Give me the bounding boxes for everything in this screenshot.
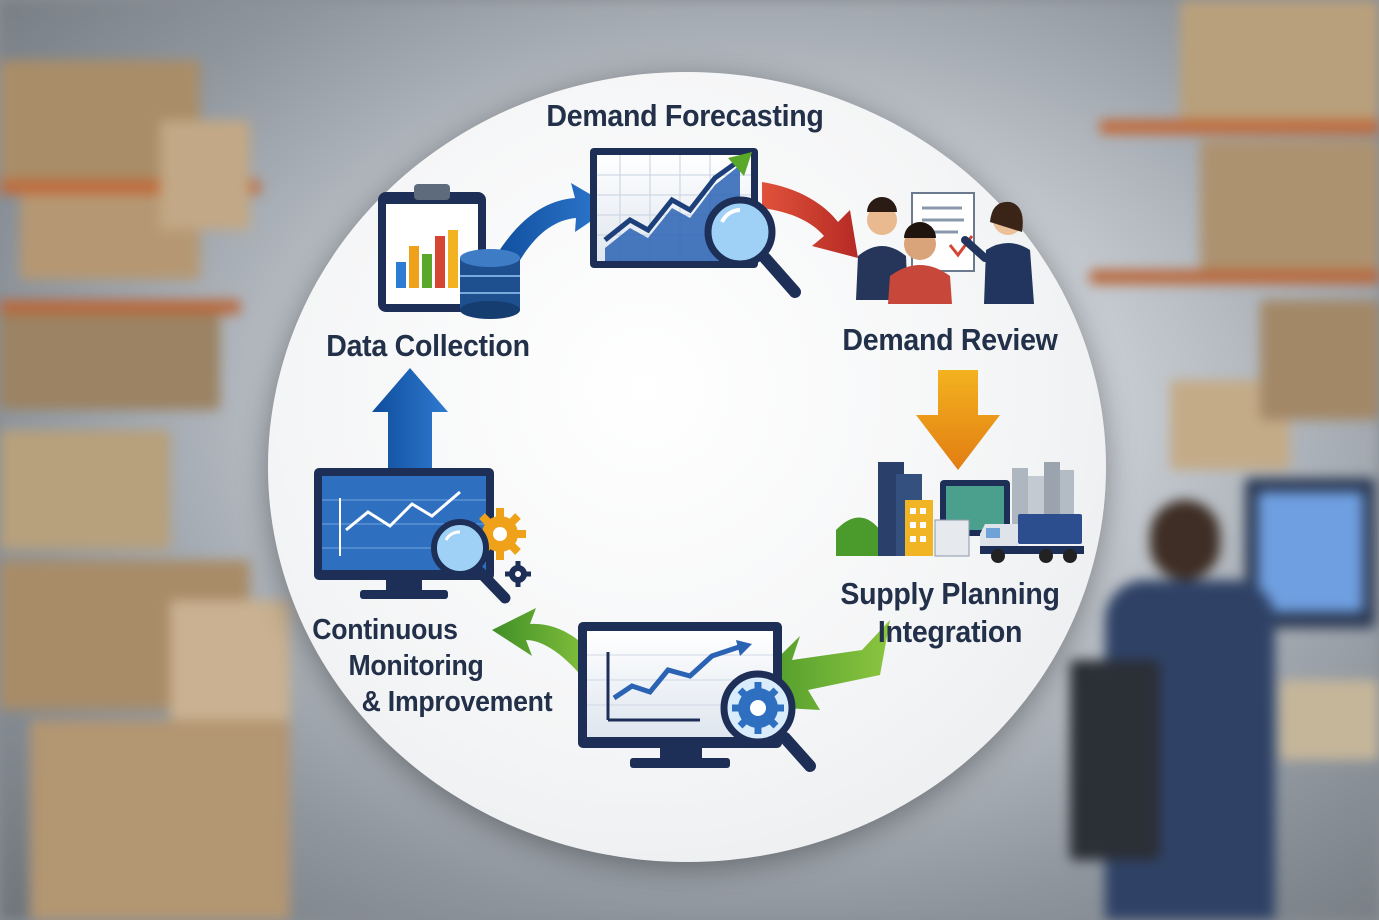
label-supply-planning-line1: Supply Planning xyxy=(840,576,1060,611)
monitor-gear-magnifier-icon xyxy=(578,622,816,772)
label-continuous-monitoring-line1: Continuous xyxy=(312,614,458,646)
trend-chart-magnifier-icon xyxy=(590,148,801,298)
arrow-center-to-monitoring xyxy=(492,608,600,680)
truck-icon xyxy=(980,514,1084,563)
gear-magnifier-icon xyxy=(720,670,816,772)
team-meeting-icon xyxy=(856,192,1034,304)
arrow-collection-to-forecast xyxy=(492,183,612,275)
label-continuous-monitoring-line2: Monitoring xyxy=(348,650,484,682)
label-continuous-monitoring-line3: & Improvement xyxy=(361,686,553,718)
label-data-collection: Data Collection xyxy=(326,328,530,363)
arrow-forecast-to-review xyxy=(762,182,858,258)
database-icon xyxy=(460,249,520,319)
label-demand-review: Demand Review xyxy=(842,322,1058,357)
monitor-analytics-gear-icon xyxy=(314,468,531,604)
clipboard-chart-database-icon xyxy=(378,184,520,319)
person-center xyxy=(888,222,952,304)
arrow-monitoring-to-collection xyxy=(372,368,448,468)
arrow-review-to-supply xyxy=(916,370,1000,470)
magnifier-icon xyxy=(431,519,511,604)
label-demand-forecasting: Demand Forecasting xyxy=(546,98,824,133)
label-supply-planning-line2: Integration xyxy=(877,614,1023,649)
factory-truck-icon xyxy=(836,462,1084,563)
magnifier-icon xyxy=(704,196,801,298)
person-right xyxy=(961,201,1034,304)
